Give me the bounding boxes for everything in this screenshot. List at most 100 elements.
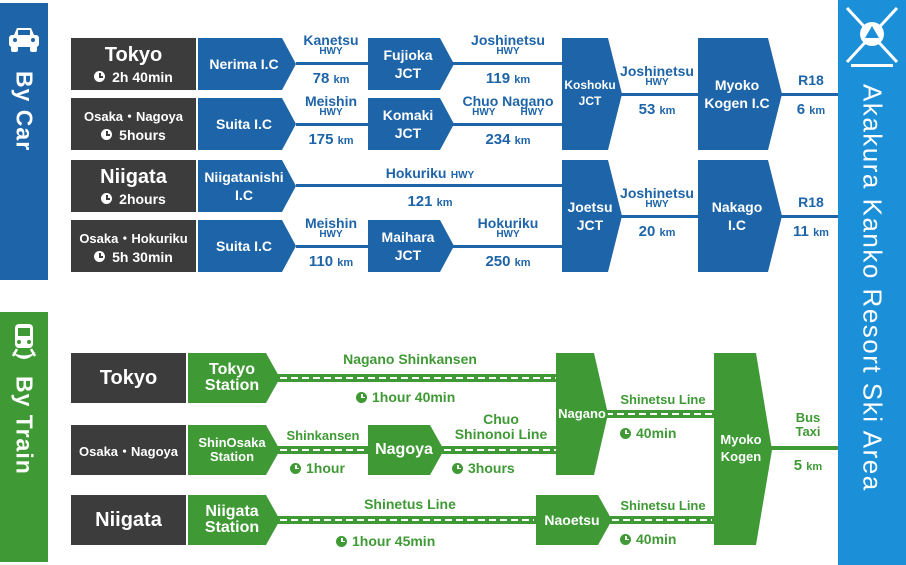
time-nagano-shinkansen: 1hour 40min — [356, 389, 455, 405]
road-line — [452, 123, 566, 126]
distance-joshinetsu-53: 53 km — [638, 101, 676, 118]
segment-hokuriku-121: Hokuriku HWY — [385, 165, 475, 181]
road-line — [612, 93, 702, 96]
car-origin-osaka-nagoya: Osaka・Nagoya 5hours — [71, 98, 196, 150]
clock-icon — [101, 193, 113, 204]
clock-icon — [620, 533, 631, 545]
origin-time: 5hours — [119, 126, 166, 143]
clock-icon — [94, 71, 106, 82]
node-nagoya: Nagoya — [375, 440, 433, 458]
node-nerima-ic: Nerima I.C — [209, 55, 279, 72]
node-suita-ic-2: Suita I.C — [215, 237, 272, 254]
node-shape-nakago — [698, 160, 782, 272]
origin-name: Osaka・Nagoya — [84, 108, 183, 124]
node-shape-suita2 — [198, 220, 296, 272]
node-niigatanishi-ic: Niigatanishi I.C — [204, 168, 284, 203]
segment-chuo-nagano: Chuo Nagano HWY HWY — [462, 93, 554, 118]
node-shape-suita1 — [198, 98, 296, 150]
clock-icon — [452, 462, 463, 474]
distance-chuo-nagano: 234 km — [485, 131, 531, 148]
road-line — [296, 123, 368, 126]
origin-time: 2h 40min — [112, 68, 173, 85]
train-icon — [11, 324, 37, 359]
line-nagano-shinkansen: Nagano Shinkansen — [343, 351, 477, 367]
node-shape-nagoya — [368, 425, 444, 475]
rail-line — [278, 446, 368, 454]
origin-time: 2hours — [119, 190, 166, 207]
train-origin-tokyo: Tokyo — [71, 353, 186, 403]
line-shinkansen: Shinkansen — [286, 428, 360, 443]
train-origin-osaka-nagoya: Osaka・Nagoya — [71, 425, 186, 475]
node-shape-myoko — [698, 38, 782, 150]
node-shape-komaki — [368, 98, 454, 150]
distance-kanetsu: 78 km — [312, 70, 350, 87]
resort-name: Akakura Kanko Resort Ski Area — [857, 84, 888, 492]
car-origin-tokyo: Tokyo 2h 40min — [71, 38, 196, 90]
car-origin-niigata: Niigata 2hours — [71, 160, 196, 212]
node-shape-niigatanishi — [198, 160, 296, 212]
node-shape-koshoku — [562, 38, 622, 150]
by-train-label: By Train — [11, 376, 38, 475]
clock-icon — [620, 427, 631, 439]
node-shape-naoetsu — [536, 495, 612, 545]
distance-joshinetsu-20: 20 km — [638, 223, 676, 240]
origin-name: Niigata — [100, 165, 167, 188]
node-shape-tokyo-station — [188, 353, 280, 403]
clock-icon — [336, 535, 347, 547]
clock-icon — [356, 391, 367, 403]
car-origin-osaka-hokuriku: Osaka・Hokuriku 5h 30min — [71, 220, 196, 272]
distance-r18-b: 11 km — [793, 223, 829, 240]
rail-line — [278, 516, 536, 524]
time-shinetsu-nagano: 40min — [620, 425, 676, 441]
distance-hokuriku-121: 121 km — [407, 193, 453, 210]
distance-r18-a: 6 km — [796, 101, 826, 118]
node-shape-fujioka — [368, 38, 454, 90]
node-nagano: Nagano — [558, 405, 606, 421]
by-car-band: By Car — [0, 3, 48, 280]
road-line — [770, 446, 838, 450]
road-line — [296, 184, 566, 187]
time-shinetus: 1hour 45min — [336, 533, 435, 549]
node-shape-nerima — [198, 38, 296, 90]
line-shinetsu-naoetsu: Shinetsu Line — [620, 498, 706, 513]
time-shinkansen: 1hour — [290, 460, 345, 476]
line-shinetus: Shinetus Line — [364, 496, 456, 512]
rail-line — [278, 374, 558, 382]
segment-r18-b: R18 — [798, 194, 824, 210]
distance-bus-taxi: 5 km — [793, 457, 823, 474]
distance-meishin: 175 km — [308, 131, 354, 148]
car-icon — [9, 28, 39, 52]
by-train-band: By Train — [0, 312, 48, 562]
distance-joshinetsu: 119 km — [485, 70, 531, 87]
road-line — [452, 62, 566, 65]
rail-line — [604, 410, 714, 418]
clock-icon — [290, 462, 301, 474]
distance-meishin-2: 110 km — [308, 253, 354, 270]
clock-icon — [101, 129, 113, 140]
resort-band: Akakura Kanko Resort Ski Area — [838, 0, 906, 565]
node-shape-shinosaka-station — [188, 425, 280, 475]
node-naoetsu: Naoetsu — [544, 511, 600, 528]
by-car-label: By Car — [11, 71, 38, 152]
node-shape-nagano — [556, 353, 608, 475]
segment-r18-a: R18 — [798, 72, 824, 88]
